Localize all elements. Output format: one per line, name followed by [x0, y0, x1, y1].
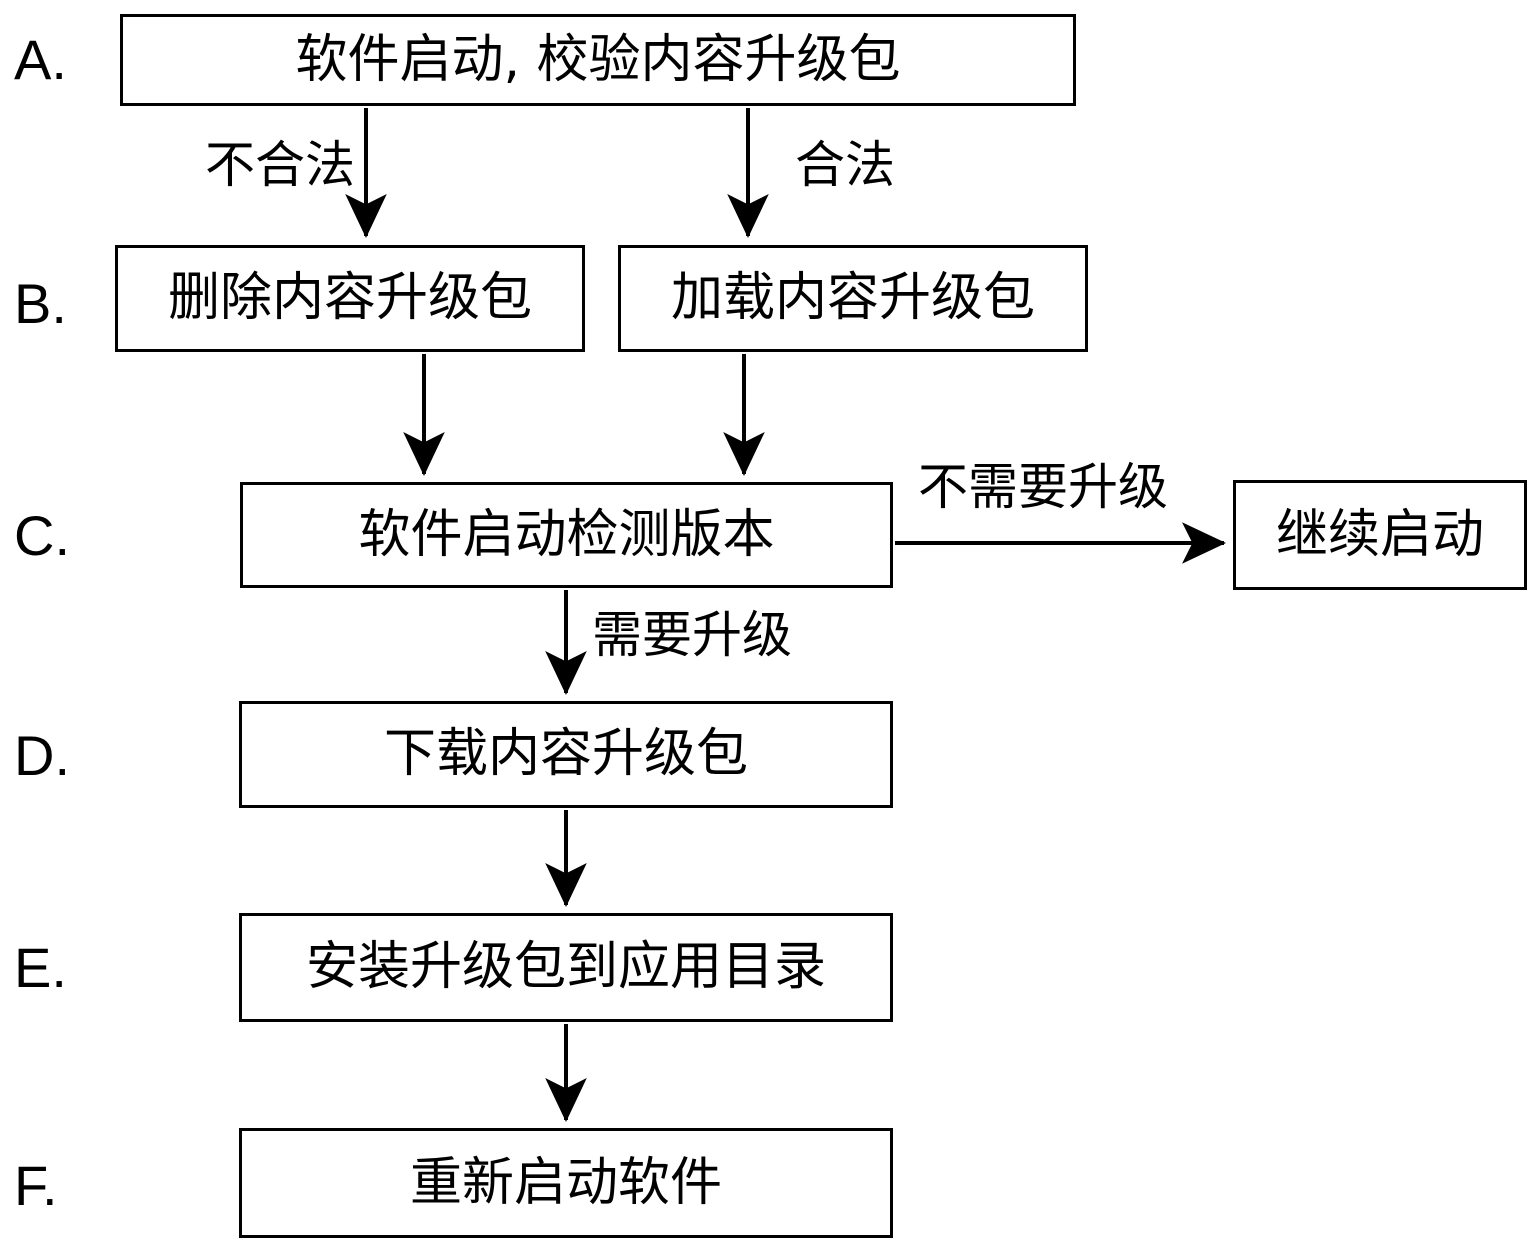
- edge-label-illegal: 不合法: [205, 136, 355, 194]
- node-label: 删除内容升级包: [167, 268, 532, 329]
- step-label-d: D.: [14, 724, 70, 787]
- node-continue-startup[interactable]: 继续启动: [1233, 480, 1527, 590]
- node-check-version[interactable]: 软件启动检测版本: [240, 482, 893, 588]
- node-label: 安装升级包到应用目录: [305, 937, 826, 998]
- node-delete-package[interactable]: 删除内容升级包: [115, 245, 585, 352]
- node-label: 加载内容升级包: [670, 268, 1035, 329]
- node-label: 软件启动, 校验内容升级包: [295, 29, 901, 90]
- node-download-package[interactable]: 下载内容升级包: [239, 701, 893, 808]
- node-label: 继续启动: [1275, 504, 1484, 565]
- node-load-package[interactable]: 加载内容升级包: [618, 245, 1088, 352]
- step-label-a: A.: [14, 28, 67, 91]
- edge-label-no-upgrade-needed: 不需要升级: [918, 458, 1168, 516]
- edge-label-upgrade-needed: 需要升级: [592, 606, 792, 664]
- edge-label-legal: 合法: [795, 136, 895, 194]
- node-label: 软件启动检测版本: [358, 504, 775, 565]
- node-label: 重新启动软件: [409, 1152, 722, 1213]
- node-restart-software[interactable]: 重新启动软件: [239, 1128, 893, 1238]
- step-label-c: C.: [14, 504, 70, 567]
- step-label-e: E.: [14, 936, 67, 999]
- step-label-b: B.: [14, 272, 67, 335]
- step-label-f: F.: [14, 1154, 58, 1217]
- node-verify-package[interactable]: 软件启动, 校验内容升级包: [120, 14, 1076, 106]
- node-install-package[interactable]: 安装升级包到应用目录: [239, 913, 893, 1022]
- node-label: 下载内容升级包: [383, 724, 748, 785]
